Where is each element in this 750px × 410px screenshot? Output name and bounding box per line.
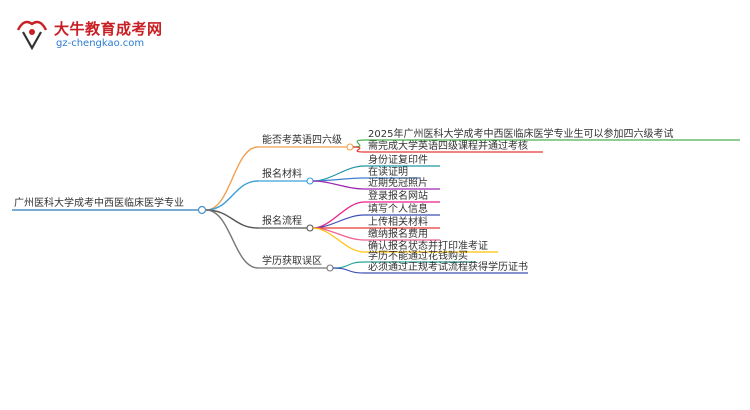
branch-connector-2: [205, 209, 259, 229]
branch-connector-0: [205, 146, 259, 211]
bull-logo-icon: [16, 20, 48, 50]
root-node-dot: [197, 205, 207, 215]
branch-node-label-1: 报名材料: [262, 169, 302, 180]
logo-site-name: 大牛教育成考网: [54, 20, 163, 38]
branch-node-label-0: 能否考英语四六级: [262, 135, 342, 146]
child-connector-2-4: [312, 227, 365, 253]
branch-connector-3: [205, 209, 259, 269]
branch-connector-1: [205, 180, 259, 211]
root-node-label: 广州医科大学成考中西医临床医学专业: [14, 198, 184, 209]
child-node-label-2-4: 确认报名状态并打印准考证: [368, 241, 488, 252]
branch-node-dot-0: [346, 143, 354, 151]
branch-node-dot-3: [326, 264, 334, 272]
child-connector-3-0: [332, 261, 365, 269]
child-connector-3-1: [332, 267, 365, 274]
child-node-label-2-3: 缴纳报名费用: [368, 229, 428, 240]
site-logo[interactable]: 大牛教育成考网 gz-chengkao.com: [14, 16, 174, 52]
child-connector-0-1: [352, 146, 365, 153]
child-connector-1-2: [312, 180, 365, 190]
child-node-label-2-2: 上传相关材料: [368, 217, 428, 228]
child-node-label-1-2: 近期免冠照片: [368, 178, 428, 189]
child-node-label-1-0: 身份证复印件: [368, 155, 428, 166]
child-node-label-3-0: 学历不能通过花钱购买: [368, 251, 468, 262]
branch-node-dot-1: [306, 177, 314, 185]
logo-site-url: gz-chengkao.com: [56, 38, 145, 49]
child-connector-0-0: [352, 139, 365, 148]
branch-node-dot-2: [306, 224, 314, 232]
child-node-label-2-0: 登录报名网站: [368, 191, 428, 202]
child-node-label-0-0: 2025年广州医科大学成考中西医临床医学专业生可以参加四六级考试: [368, 129, 674, 140]
branch-node-label-2: 报名流程: [262, 216, 302, 227]
branch-node-label-3: 学历获取误区: [262, 256, 322, 267]
child-node-label-3-1: 必须通过正规考试流程获得学历证书: [368, 262, 528, 273]
child-node-label-2-1: 填写个人信息: [368, 204, 428, 215]
child-node-label-0-1: 需完成大学英语四级课程并通过考核: [368, 141, 528, 152]
child-connector-2-0: [312, 201, 365, 229]
child-node-label-1-1: 在读证明: [368, 167, 408, 178]
